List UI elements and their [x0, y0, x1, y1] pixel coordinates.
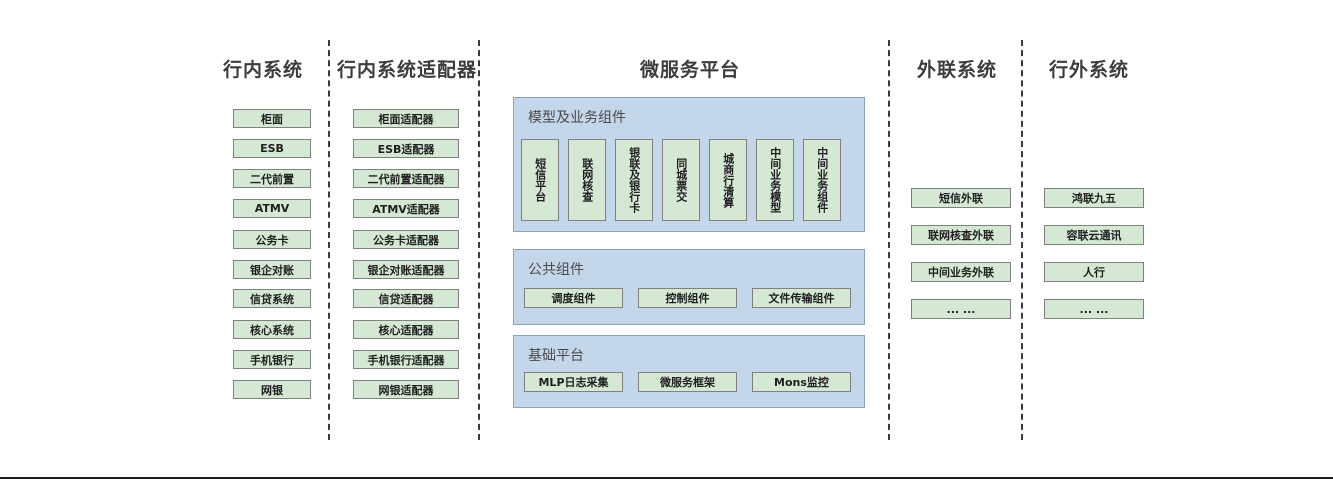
panel-common-components: 公共组件: [513, 249, 865, 325]
vertical-node[interactable]: 中间业务模型: [756, 139, 794, 221]
component-node[interactable]: 文件传输组件: [752, 288, 851, 308]
vertical-node[interactable]: 短信平台: [521, 139, 559, 221]
vertical-node[interactable]: 银联及银行卡: [615, 139, 653, 221]
divider-3: [888, 40, 890, 440]
panel-title: 基础平台: [528, 348, 584, 364]
list-item[interactable]: ATMV适配器: [353, 199, 459, 218]
component-node[interactable]: Mons监控: [752, 372, 851, 392]
vertical-node-label: 同城票交: [674, 158, 688, 202]
divider-1: [328, 40, 330, 440]
column-title-internal-systems: 行内系统: [222, 59, 303, 81]
list-item[interactable]: 手机银行适配器: [353, 350, 459, 369]
vertical-node-label: 中间业务组件: [815, 147, 829, 213]
list-item[interactable]: 二代前置: [233, 169, 311, 188]
vertical-node-label: 城商行清算: [721, 152, 735, 208]
vertical-node[interactable]: 同城票交: [662, 139, 700, 221]
list-item[interactable]: 二代前置适配器: [353, 169, 459, 188]
list-item[interactable]: 网银: [233, 380, 311, 399]
list-item[interactable]: 核心系统: [233, 320, 311, 339]
list-item[interactable]: 公务卡: [233, 230, 311, 249]
list-item[interactable]: 中间业务外联: [911, 262, 1011, 282]
list-item[interactable]: 核心适配器: [353, 320, 459, 339]
divider-2: [478, 40, 480, 440]
list-item[interactable]: ... ...: [911, 299, 1011, 319]
panel-title: 公共组件: [528, 262, 584, 278]
column-title-internal-system-adapters: 行内系统适配器: [337, 59, 478, 81]
vertical-node-label: 银联及银行卡: [627, 147, 641, 213]
vertical-node[interactable]: 联网核查: [568, 139, 606, 221]
list-item[interactable]: 银企对账: [233, 260, 311, 279]
component-node[interactable]: 调度组件: [524, 288, 623, 308]
vertical-node-label: 中间业务模型: [768, 147, 782, 213]
component-node[interactable]: MLP日志采集: [524, 372, 623, 392]
column-title-external-liaison-systems: 外联系统: [916, 59, 997, 81]
list-item[interactable]: 短信外联: [911, 188, 1011, 208]
panel-base-platform: 基础平台: [513, 335, 865, 408]
list-item[interactable]: 手机银行: [233, 350, 311, 369]
list-item[interactable]: 柜面: [233, 109, 311, 128]
panel-title: 模型及业务组件: [528, 110, 626, 126]
list-item[interactable]: 银企对账适配器: [353, 260, 459, 279]
column-title-outside-bank-systems: 行外系统: [1048, 59, 1129, 81]
bottom-divider: [0, 477, 1333, 479]
vertical-node[interactable]: 中间业务组件: [803, 139, 841, 221]
list-item[interactable]: 网银适配器: [353, 380, 459, 399]
list-item[interactable]: ESB: [233, 139, 311, 158]
list-item[interactable]: ATMV: [233, 199, 311, 218]
list-item[interactable]: ESB适配器: [353, 139, 459, 158]
divider-4: [1021, 40, 1023, 440]
list-item[interactable]: 联网核查外联: [911, 225, 1011, 245]
component-node[interactable]: 微服务框架: [638, 372, 737, 392]
component-node[interactable]: 控制组件: [638, 288, 737, 308]
list-item[interactable]: 公务卡适配器: [353, 230, 459, 249]
list-item[interactable]: 信贷系统: [233, 289, 311, 308]
list-item[interactable]: ... ...: [1044, 299, 1144, 319]
list-item[interactable]: 容联云通讯: [1044, 225, 1144, 245]
list-item[interactable]: 鸿联九五: [1044, 188, 1144, 208]
platform-title: 微服务平台: [639, 59, 740, 81]
vertical-node-label: 短信平台: [533, 158, 547, 202]
list-item[interactable]: 柜面适配器: [353, 109, 459, 128]
vertical-node-label: 联网核查: [580, 158, 594, 202]
list-item[interactable]: 人行: [1044, 262, 1144, 282]
list-item[interactable]: 信贷适配器: [353, 289, 459, 308]
vertical-node[interactable]: 城商行清算: [709, 139, 747, 221]
